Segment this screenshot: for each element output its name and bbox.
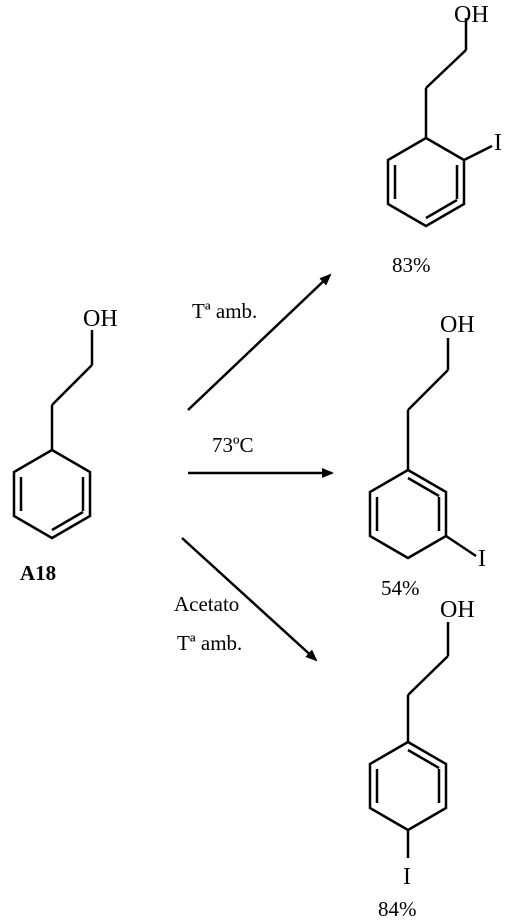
start-oh-label: OH [83, 306, 118, 332]
condition-middle: 73ºC [212, 433, 254, 457]
start-compound-id: A18 [20, 561, 56, 585]
product-ortho-oh-label: OH [454, 2, 489, 28]
condition-bottom-line2: Tª amb. [177, 631, 242, 655]
product-para-oh-label: OH [440, 597, 475, 623]
product-ortho-molecule [386, 18, 493, 228]
product-para-yield: 84% [378, 897, 417, 921]
arrow-bottom [181, 537, 318, 662]
product-meta-yield: 54% [381, 576, 420, 600]
arrow-top [187, 273, 332, 411]
condition-top: Tª amb. [192, 299, 257, 323]
product-para-iodine-label: I [403, 864, 411, 890]
product-para-molecule [368, 622, 450, 858]
product-meta-iodine-label: I [478, 546, 486, 572]
product-ortho-iodine-label: I [494, 130, 502, 156]
product-ortho-yield: 83% [392, 253, 431, 277]
product-meta-molecule [368, 338, 477, 560]
product-meta-oh-label: OH [440, 312, 475, 338]
condition-bottom-line1: Acetato [174, 592, 239, 616]
start-molecule [12, 330, 94, 540]
